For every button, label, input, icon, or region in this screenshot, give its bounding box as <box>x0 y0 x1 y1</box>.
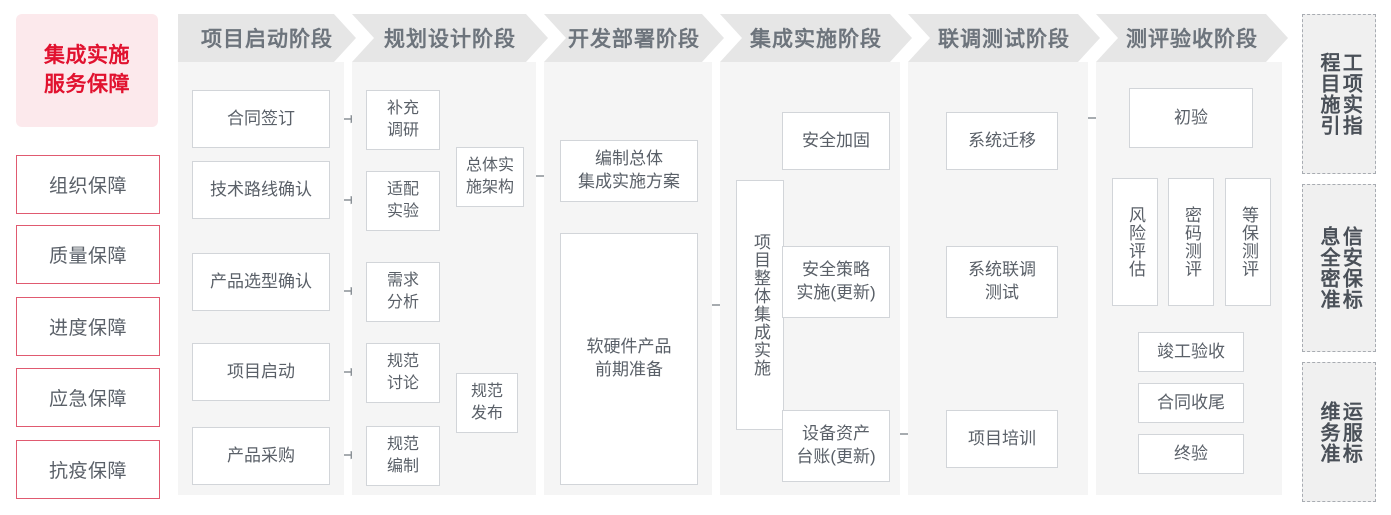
standard-label-col-left: 工项实指 <box>1339 52 1362 136</box>
node-supplementary-research[interactable]: 补充调研 <box>366 90 440 150</box>
standard-panel-engineering-guide[interactable]: 程目施引 工项实指 <box>1302 14 1376 174</box>
node-contract-signing[interactable]: 合同签订 <box>192 90 330 148</box>
node-label: 终验 <box>1174 443 1208 463</box>
node-label: 补充调研 <box>386 100 419 139</box>
sidebar-item-quality[interactable]: 质量保障 <box>16 225 160 284</box>
phase-header-planning[interactable]: 规划设计阶段 <box>352 14 548 62</box>
phase-header-label: 测评验收阶段 <box>1126 28 1258 51</box>
node-product-selection-confirm[interactable]: 产品选型确认 <box>192 253 330 311</box>
sidebar-item-label: 质量保障 <box>48 246 127 267</box>
node-label: 需求分析 <box>386 272 419 311</box>
standard-label-col-right: 息全密准 <box>1317 226 1339 310</box>
node-final-acceptance[interactable]: 终验 <box>1138 434 1244 474</box>
node-label: 项目整体集成实施 <box>751 233 771 377</box>
node-hardware-software-preparation[interactable]: 安全加固软硬件产品前期准备 <box>560 233 698 485</box>
sidebar-item-label: 抗疫保障 <box>48 461 127 482</box>
sidebar-title-line-2: 服务保障 <box>44 72 130 96</box>
node-label: 合同签订 <box>227 108 295 128</box>
standard-label-col-left: 运服标 <box>1339 400 1362 464</box>
node-tech-route-confirm[interactable]: 技术路线确认 <box>192 161 330 219</box>
node-label: 初验 <box>1174 107 1208 127</box>
node-project-training[interactable]: 项目培训 <box>946 410 1058 468</box>
node-label: 合同收尾 <box>1157 392 1225 412</box>
node-label: 产品采购 <box>227 445 295 465</box>
node-security-hardening[interactable]: 安全加固 <box>782 112 890 170</box>
node-security-policy-implementation[interactable]: 安全策略实施(更新) <box>782 246 890 318</box>
phase-header-label: 联调测试阶段 <box>938 28 1070 51</box>
sidebar-item-label: 组织保障 <box>48 176 127 197</box>
node-spec-discussion[interactable]: 规范讨论 <box>366 343 440 403</box>
node-label: 安全策略实施(更新) <box>796 260 876 302</box>
standard-panel-infosec[interactable]: 息全密准 信安保标 <box>1302 184 1376 352</box>
phase-header-label: 项目启动阶段 <box>201 28 333 51</box>
node-classified-protection-evaluation[interactable]: 等保测评 <box>1225 178 1271 306</box>
node-label: 适配实验 <box>386 181 419 220</box>
standard-label-col-left: 信安保标 <box>1339 226 1362 310</box>
sidebar-title-text: 集成实施 服务保障 <box>44 42 130 99</box>
node-label: 安全加固 <box>802 130 870 150</box>
node-spec-release[interactable]: 规范发布 <box>456 373 518 433</box>
node-label: 密码测评 <box>1182 206 1202 278</box>
phase-header-integration[interactable]: 集成实施阶段 <box>720 14 912 62</box>
node-label: 产品选型确认 <box>210 271 312 291</box>
node-label: 总体实施架构 <box>465 157 514 196</box>
node-draft-overall-integration-plan[interactable]: 编制总体集成实施方案 <box>560 140 698 202</box>
phase-header-jointtest[interactable]: 联调测试阶段 <box>908 14 1100 62</box>
node-label: 规范编制 <box>386 436 419 475</box>
node-overall-project-integration[interactable]: 项目整体集成实施 <box>736 180 784 430</box>
node-label: 规范发布 <box>470 383 503 422</box>
node-label: 系统联调测试 <box>968 260 1036 302</box>
phase-header-label: 集成实施阶段 <box>750 28 882 51</box>
node-project-kickoff[interactable]: 项目启动 <box>192 343 330 401</box>
sidebar-item-label: 进度保障 <box>48 318 127 339</box>
node-completion-acceptance[interactable]: 竣工验收 <box>1138 332 1244 372</box>
phase-header-startup[interactable]: 项目启动阶段 <box>178 14 356 62</box>
node-risk-assessment[interactable]: 风险评估 <box>1112 178 1158 306</box>
phase-header-acceptance[interactable]: 测评验收阶段 <box>1096 14 1288 62</box>
node-cryptography-evaluation[interactable]: 密码测评 <box>1168 178 1214 306</box>
standard-label-col-right: 维务准 <box>1317 400 1339 464</box>
node-label: 技术路线确认 <box>210 179 312 199</box>
node-label: 规范讨论 <box>386 353 419 392</box>
node-label: 编制总体集成实施方案 <box>578 149 680 191</box>
node-adaptation-experiment[interactable]: 适配实验 <box>366 171 440 231</box>
node-spec-drafting[interactable]: 规范编制 <box>366 426 440 486</box>
node-label: 等保测评 <box>1239 206 1259 278</box>
node-system-migration[interactable]: 系统迁移 <box>946 112 1058 170</box>
sidebar-item-emergency[interactable]: 应急保障 <box>16 368 160 427</box>
node-label: 项目培训 <box>968 428 1036 448</box>
phase-header-label: 开发部署阶段 <box>568 28 700 51</box>
node-requirement-analysis[interactable]: 需求分析 <box>366 262 440 322</box>
node-product-procurement[interactable]: 产品采购 <box>192 427 330 485</box>
node-label: 风险评估 <box>1126 206 1146 278</box>
node-initial-acceptance[interactable]: 初验 <box>1129 88 1253 148</box>
standard-label-col-right: 程目施引 <box>1317 52 1339 136</box>
node-system-joint-debug-test[interactable]: 系统联调测试 <box>946 246 1058 318</box>
phase-header-label: 规划设计阶段 <box>384 28 516 51</box>
sidebar-item-organization[interactable]: 组织保障 <box>16 155 160 214</box>
sidebar-title: 集成实施 服务保障 <box>16 14 158 127</box>
standard-panel-ops-service[interactable]: 维务准 运服标 <box>1302 362 1376 502</box>
node-label: 竣工验收 <box>1157 341 1225 361</box>
node-overall-implementation-architecture[interactable]: 总体实施架构 <box>456 147 524 207</box>
sidebar-title-line-1: 集成实施 <box>44 44 130 68</box>
node-label: 项目启动 <box>227 361 295 381</box>
node-label: 系统迁移 <box>968 130 1036 150</box>
node-label: 安全加固软硬件产品前期准备 <box>586 337 672 379</box>
node-contract-closeout[interactable]: 合同收尾 <box>1138 383 1244 423</box>
sidebar-item-schedule[interactable]: 进度保障 <box>16 297 160 356</box>
node-label: 设备资产台账(更新) <box>796 424 876 466</box>
phase-header-develop[interactable]: 开发部署阶段 <box>544 14 724 62</box>
sidebar-item-label: 应急保障 <box>48 389 127 410</box>
node-asset-ledger-update[interactable]: 设备资产台账(更新) <box>782 410 890 482</box>
sidebar-item-epidemic[interactable]: 抗疫保障 <box>16 440 160 499</box>
